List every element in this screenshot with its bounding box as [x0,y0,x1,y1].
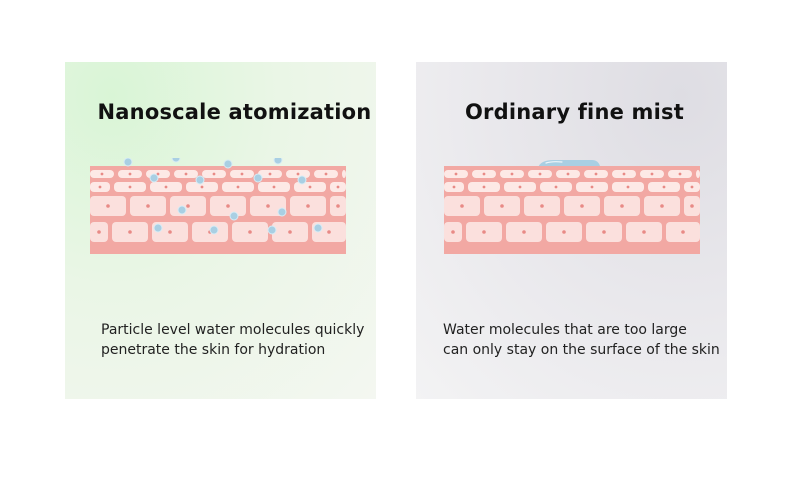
water-particle [268,226,276,234]
fine-mist-title: Ordinary fine mist [416,100,727,124]
cell-nucleus [201,186,204,189]
cell-nucleus [336,204,340,208]
cell-nucleus [453,186,456,189]
cell-nucleus [185,173,188,176]
cell-nucleus [660,204,664,208]
cell-nucleus [562,230,566,234]
water-particle [314,224,322,232]
cell-nucleus [306,204,310,208]
cell-nucleus [237,186,240,189]
cell-nucleus [620,204,624,208]
cell-nucleus [269,173,272,176]
water-particle [196,176,204,184]
cell-nucleus [627,186,630,189]
cell-nucleus [129,173,132,176]
cell-nucleus [337,186,340,189]
fine-mist-caption: Water molecules that are too large can o… [443,320,720,360]
water-particle [210,226,218,234]
cell-nucleus [248,230,252,234]
cell-nucleus [455,173,458,176]
cell-nucleus [483,186,486,189]
water-particle [124,158,132,166]
cell-nucleus [106,204,110,208]
cell-nucleus [679,173,682,176]
cell-nucleus [168,230,172,234]
water-particle [230,212,238,220]
cell-nucleus [663,186,666,189]
skin-cell [342,170,346,178]
cell-nucleus [241,173,244,176]
nanoscale-panel: Nanoscale atomization Particle level wat… [65,62,376,399]
cell-nucleus [273,186,276,189]
caption-line: Particle level water molecules quickly [101,320,364,340]
cell-nucleus [690,204,694,208]
cell-nucleus [482,230,486,234]
cell-nucleus [522,230,526,234]
water-particle [278,208,286,216]
cell-nucleus [327,230,331,234]
cell-nucleus [451,230,455,234]
cell-nucleus [595,173,598,176]
water-particle [172,158,180,162]
cell-nucleus [99,186,102,189]
water-particle [224,160,232,168]
water-particle [178,206,186,214]
cell-nucleus [555,186,558,189]
cell-nucleus [642,230,646,234]
skin-cell [696,170,700,178]
cell-nucleus [483,173,486,176]
cell-nucleus [226,204,230,208]
skin-cross-section [90,166,346,254]
cell-nucleus [309,186,312,189]
cell-nucleus [540,204,544,208]
cell-nucleus [500,204,504,208]
caption-line: Water molecules that are too large [443,320,720,340]
water-particle [150,174,158,182]
cell-nucleus [325,173,328,176]
water-particle [298,176,306,184]
caption-line: can only stay on the surface of the skin [443,340,720,360]
cell-nucleus [567,173,570,176]
cell-nucleus [580,204,584,208]
skin-layer-with-surface-drop-illustration [444,158,702,254]
cell-nucleus [511,173,514,176]
cell-nucleus [602,230,606,234]
nanoscale-title: Nanoscale atomization [65,100,376,124]
skin-layer-with-droplets-illustration [90,158,348,254]
cell-nucleus [297,173,300,176]
cell-nucleus [165,186,168,189]
cell-nucleus [681,230,685,234]
cell-nucleus [623,173,626,176]
cell-nucleus [691,186,694,189]
nanoscale-caption: Particle level water molecules quickly p… [101,320,364,360]
cell-nucleus [128,230,132,234]
water-particle [254,174,262,182]
cell-nucleus [146,204,150,208]
cell-nucleus [651,173,654,176]
cell-nucleus [213,173,216,176]
cell-nucleus [101,173,104,176]
water-particle [274,158,282,164]
water-particle [154,224,162,232]
caption-line: penetrate the skin for hydration [101,340,364,360]
cell-nucleus [591,186,594,189]
cell-nucleus [97,230,101,234]
cell-nucleus [460,204,464,208]
cell-nucleus [539,173,542,176]
cell-nucleus [186,204,190,208]
cell-nucleus [129,186,132,189]
skin-cross-section [444,166,700,254]
cell-nucleus [266,204,270,208]
cell-nucleus [519,186,522,189]
cell-nucleus [288,230,292,234]
fine-mist-panel: Ordinary fine mist Water molecules that … [416,62,727,399]
